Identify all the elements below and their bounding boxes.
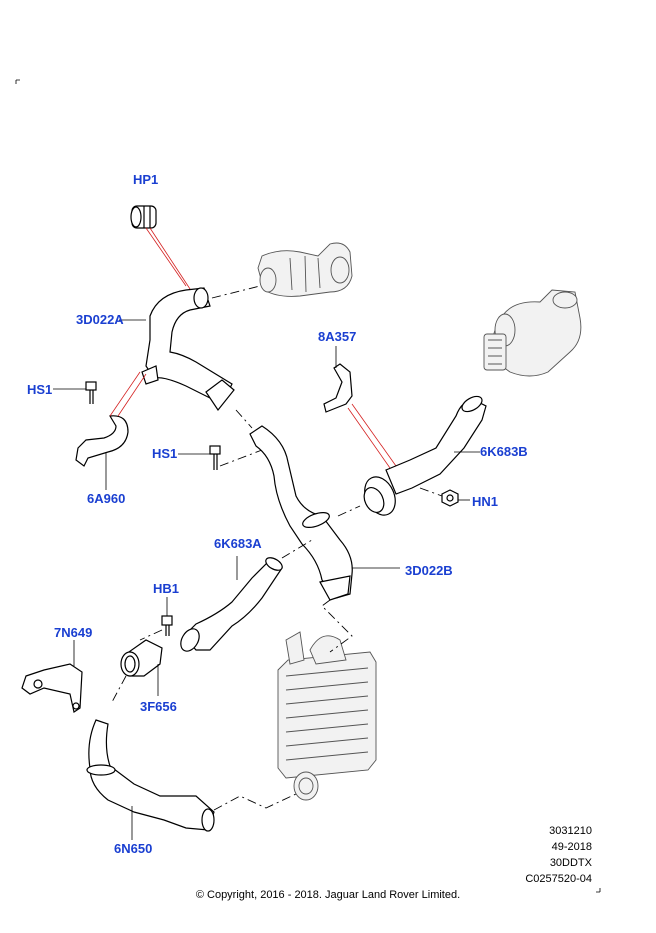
reference-code-4: C0257520-04 xyxy=(525,873,592,885)
hose-6n650-part xyxy=(86,719,215,832)
hp1-clip-part xyxy=(130,205,157,229)
callout-3d022b: 3D022B xyxy=(405,563,453,578)
callout-hn1: HN1 xyxy=(472,494,499,509)
callout-3d022a: 3D022A xyxy=(76,312,124,327)
corner-mark-bottom xyxy=(596,888,601,893)
callout-6k683b: 6K683B xyxy=(480,444,528,459)
callout-6a960: 6A960 xyxy=(87,491,126,506)
reference-code-2: 49-2018 xyxy=(551,841,592,853)
callout-hs1-mid: HS1 xyxy=(152,446,178,461)
callout-hp1: HP1 xyxy=(133,172,159,187)
turbocharger-illustration xyxy=(483,289,582,377)
duct-3d022b-part xyxy=(249,425,353,601)
throttle-body-illustration xyxy=(257,242,353,297)
intercooler-illustration xyxy=(277,631,377,801)
callout-hs1-left: HS1 xyxy=(27,382,53,397)
reference-code-3: 30DDTX xyxy=(549,857,592,869)
callout-hb1: HB1 xyxy=(153,581,180,596)
connector-3f656-part xyxy=(120,639,163,677)
hb1-bolt-part xyxy=(161,615,173,636)
callout-3f656: 3F656 xyxy=(140,699,177,714)
copyright-notice: © Copyright, 2016 - 2018. Jaguar Land Ro… xyxy=(195,889,461,901)
callout-8a357: 8A357 xyxy=(318,329,357,344)
pipe-6k683b-part xyxy=(363,395,487,516)
hn1-nut-part xyxy=(441,489,459,507)
reference-code-1: 3031210 xyxy=(549,825,592,837)
hs1-mid-screw-part xyxy=(209,445,221,470)
bracket-7n649-part xyxy=(21,663,83,713)
callout-7n649: 7N649 xyxy=(54,625,93,640)
hs1-left-screw-part xyxy=(85,381,97,404)
corner-mark-top xyxy=(15,79,20,84)
duct-3d022a-part xyxy=(141,287,235,412)
callout-6k683a: 6K683A xyxy=(214,536,262,551)
pipe-6k683a-part xyxy=(180,557,283,652)
bracket-8a357-part xyxy=(323,363,353,413)
bracket-6a960-part xyxy=(75,415,129,467)
callout-6n650: 6N650 xyxy=(114,841,153,856)
